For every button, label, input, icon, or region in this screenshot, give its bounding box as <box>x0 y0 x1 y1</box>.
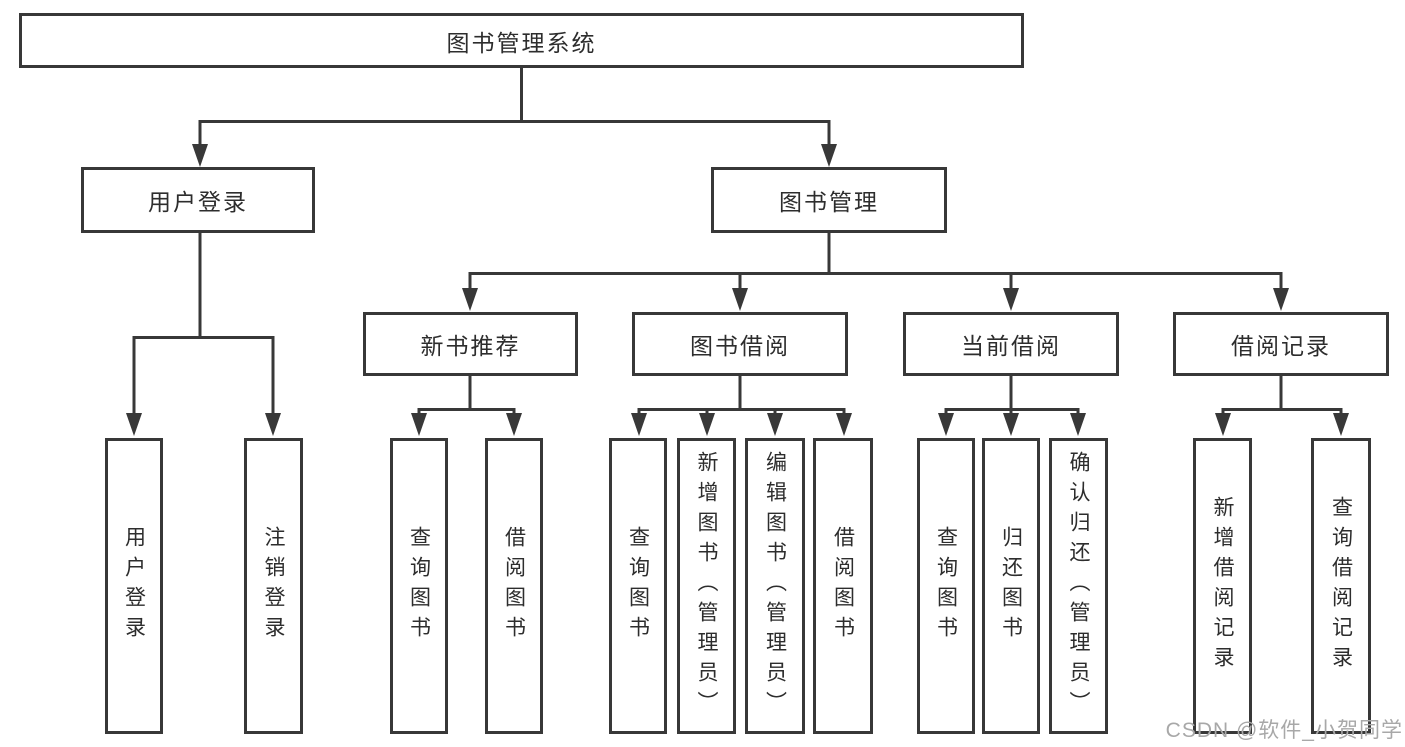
csdn-watermark: CSDN @软件_小贺同学 <box>1165 719 1403 742</box>
leaf-user-login-label: 用户登录 <box>122 526 146 646</box>
node-new-book-recommend-label: 新书推荐 <box>420 333 521 359</box>
leaf-bb-query-books: 查询图书 <box>609 438 667 734</box>
leaf-br-add-record-label: 新增借阅记录 <box>1211 496 1234 676</box>
node-borrow-records-label: 借阅记录 <box>1231 333 1331 359</box>
leaf-logout-login-label: 注销登录 <box>262 526 285 646</box>
node-user-login-label: 用户登录 <box>148 189 248 215</box>
leaf-bb-query-books-label: 查询图书 <box>626 526 650 646</box>
node-current-borrow: 当前借阅 <box>903 312 1119 376</box>
leaf-br-add-record: 新增借阅记录 <box>1193 438 1252 734</box>
leaf-cb-query-books: 查询图书 <box>917 438 975 734</box>
arrowhead-icons <box>126 144 1349 436</box>
leaf-cb-confirm-return-admin-label: 确认归还（管理员） <box>1067 451 1090 721</box>
leaf-user-login: 用户登录 <box>105 438 163 734</box>
leaf-bb-borrow-books-label: 借阅图书 <box>831 526 855 646</box>
leaf-nb-borrow-books: 借阅图书 <box>485 438 543 734</box>
leaf-bb-add-books-admin-label: 新增图书（管理员） <box>695 451 718 721</box>
leaf-cb-confirm-return-admin: 确认归还（管理员） <box>1049 438 1108 734</box>
node-new-book-recommend: 新书推荐 <box>363 312 578 376</box>
leaf-bb-edit-books-admin: 编辑图书（管理员） <box>745 438 805 734</box>
leaf-bb-edit-books-admin-label: 编辑图书（管理员） <box>763 451 787 721</box>
root-node-library-system: 图书管理系统 <box>19 13 1024 68</box>
node-book-borrow: 图书借阅 <box>632 312 848 376</box>
leaf-nb-query-books: 查询图书 <box>390 438 448 734</box>
leaf-br-query-record: 查询借阅记录 <box>1311 438 1371 734</box>
node-book-borrow-label: 图书借阅 <box>690 333 790 359</box>
leaf-cb-return-books: 归还图书 <box>982 438 1040 734</box>
leaf-bb-add-books-admin: 新增图书（管理员） <box>677 438 736 734</box>
leaf-nb-borrow-books-label: 借阅图书 <box>502 526 526 646</box>
leaf-logout-login: 注销登录 <box>244 438 303 734</box>
leaf-br-query-record-label: 查询借阅记录 <box>1329 496 1353 676</box>
root-node-label: 图书管理系统 <box>446 29 597 56</box>
node-book-management: 图书管理 <box>711 167 947 233</box>
leaf-nb-query-books-label: 查询图书 <box>407 526 431 646</box>
leaf-cb-return-books-label: 归还图书 <box>999 526 1023 646</box>
node-current-borrow-label: 当前借阅 <box>961 333 1061 359</box>
leaf-cb-query-books-label: 查询图书 <box>934 526 958 646</box>
node-borrow-records: 借阅记录 <box>1173 312 1389 376</box>
node-user-login: 用户登录 <box>81 167 315 233</box>
leaf-bb-borrow-books: 借阅图书 <box>813 438 873 734</box>
node-book-management-label: 图书管理 <box>779 189 879 215</box>
